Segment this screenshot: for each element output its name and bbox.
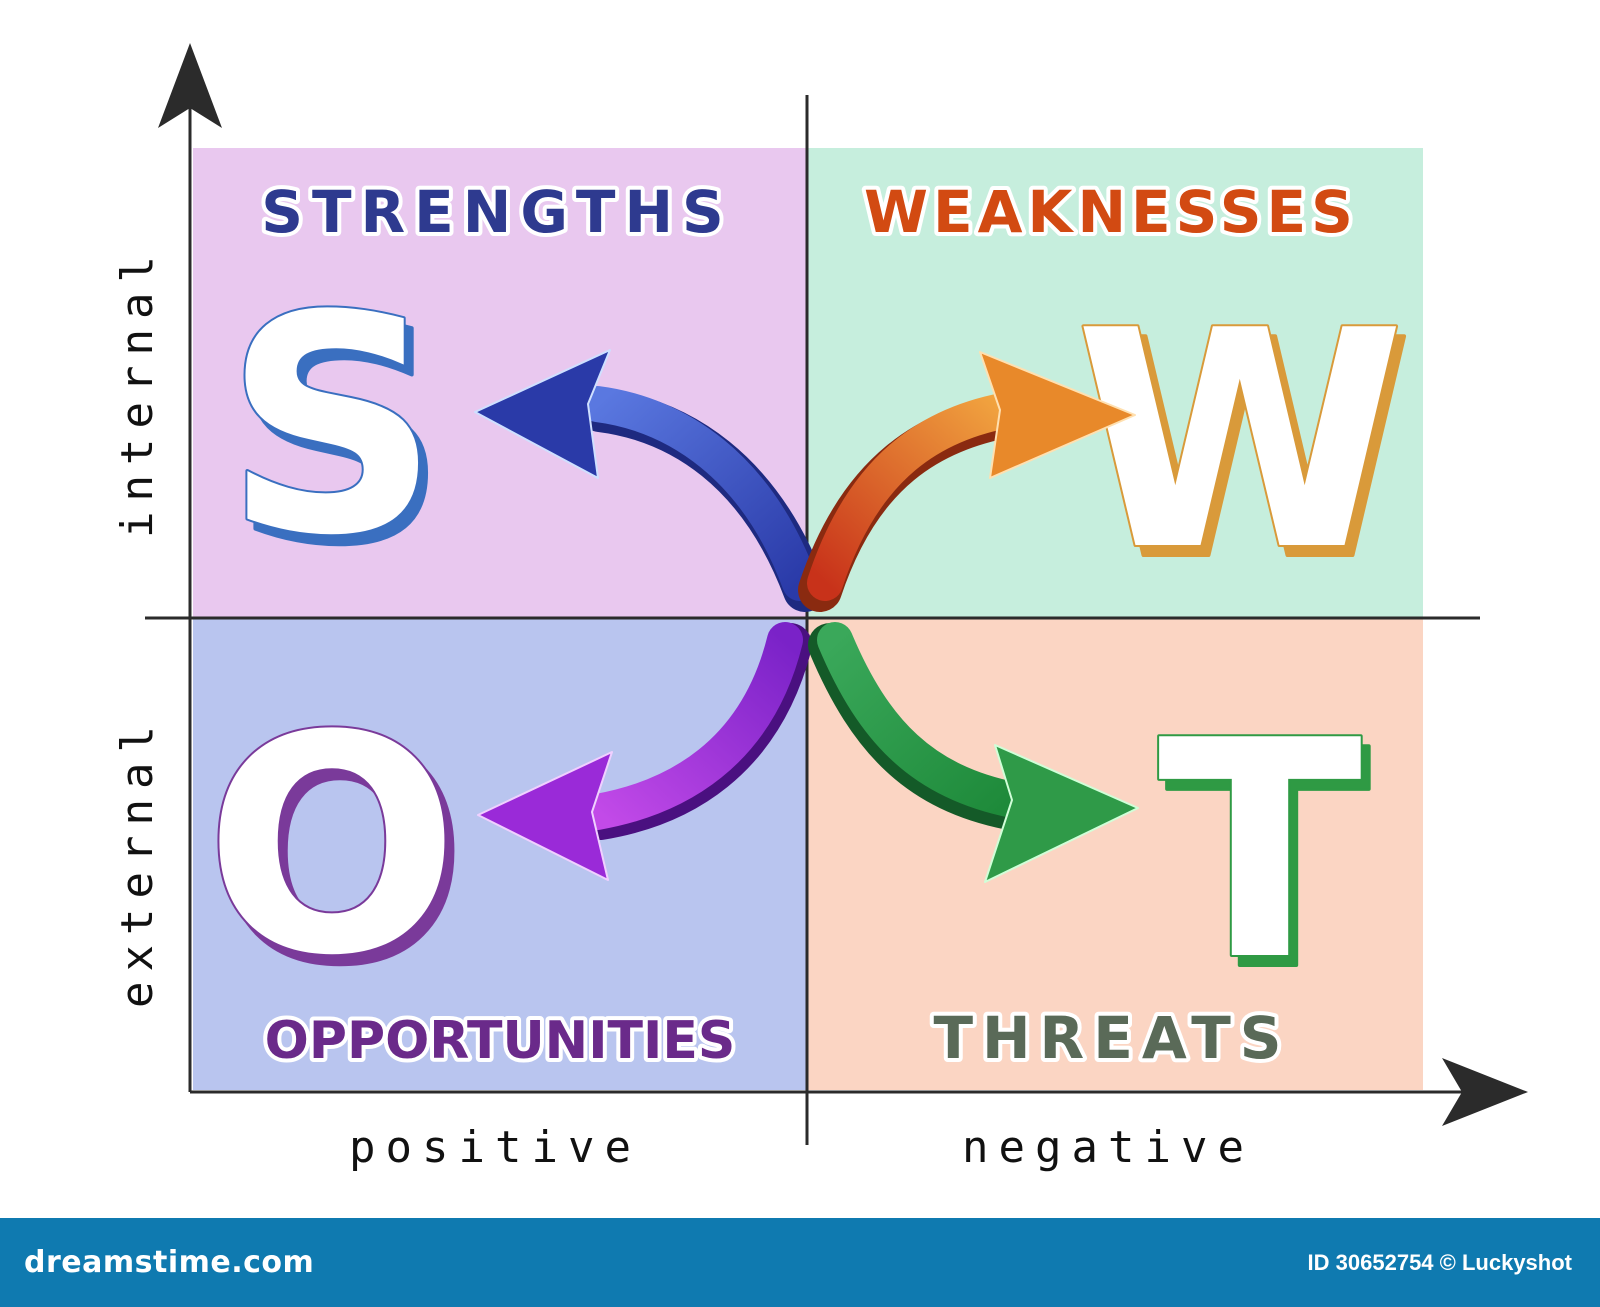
- footer-site: dreamstime.com: [24, 1245, 315, 1280]
- strengths-title: STRENGTHS: [261, 178, 733, 246]
- weaknesses-title: WEAKNESSES: [864, 178, 1358, 246]
- letter-t: T T: [1156, 675, 1374, 1038]
- axes: [145, 88, 1480, 1145]
- y-axis-label-internal: internal: [112, 246, 163, 538]
- arrows: [474, 349, 1139, 883]
- y-axis-arrowhead: [158, 43, 222, 128]
- letter-s-shadow: S: [232, 262, 448, 611]
- arrow-to-weaknesses: [798, 351, 1136, 612]
- letter-t-face: T: [1158, 677, 1364, 1026]
- footer-credit: ID 30652754 © Luckyshot: [1307, 1249, 1572, 1275]
- letter-t-shadow: T: [1166, 687, 1372, 1036]
- letter-w-face: W: [1075, 267, 1406, 616]
- letter-w: W W: [1073, 265, 1416, 628]
- letter-s-face: S: [224, 252, 440, 601]
- quadrant-weaknesses-bg: [807, 148, 1423, 618]
- letter-o-face: O: [204, 672, 459, 1021]
- swot-diagram: internal external positive negative STRE…: [112, 43, 1528, 1173]
- quadrant-threats-bg: [807, 618, 1423, 1090]
- quadrant-opportunities-bg: [193, 618, 807, 1090]
- quadrant-strengths-bg: [193, 148, 807, 618]
- watermark-footer: dreamstime.com ID 30652754 © Luckyshot: [0, 1218, 1600, 1307]
- y-axis-label-external: external: [112, 716, 163, 1008]
- x-axis-label-negative: negative: [962, 1122, 1254, 1173]
- x-axis-label-positive: positive: [349, 1122, 641, 1173]
- letter-w-shadow: W: [1083, 277, 1414, 626]
- threats-title: THREATS: [933, 1004, 1290, 1072]
- arrow-to-threats: [808, 622, 1139, 883]
- letter-o: O O: [202, 670, 469, 1033]
- arrow-to-strengths: [474, 349, 827, 612]
- opportunities-title: OPPORTUNITIES: [265, 1011, 736, 1071]
- arrow-to-opportunities: [477, 622, 812, 881]
- x-axis-arrowhead: [1442, 1058, 1528, 1126]
- letter-s: S S: [222, 250, 450, 613]
- letter-o-shadow: O: [212, 682, 467, 1031]
